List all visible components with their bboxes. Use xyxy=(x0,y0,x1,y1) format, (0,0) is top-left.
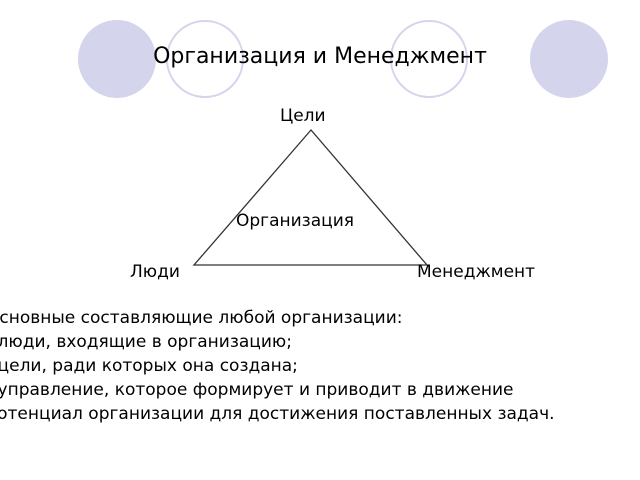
body-text: Основные составляющие любой организации:… xyxy=(0,306,555,426)
body-item-management: - управление, которое формирует и привод… xyxy=(0,380,514,400)
diagram-label-people: Люди xyxy=(130,262,180,282)
decorative-circle-ring-1 xyxy=(166,20,244,98)
decorative-circle-ring-2 xyxy=(390,20,468,98)
body-item-goals: - цели, ради которых она создана; xyxy=(0,356,298,376)
decorative-circle-filled-2 xyxy=(530,20,608,98)
slide-title: Организация и Менеджмент xyxy=(153,44,487,69)
diagram-label-organization: Организация xyxy=(236,211,354,231)
diagram-label-goals: Цели xyxy=(280,106,326,126)
body-item-potential: потенциал организации для достижения пос… xyxy=(0,404,555,424)
body-item-people: - люди, входящие в организацию; xyxy=(0,332,292,352)
body-intro: Основные составляющие любой организации: xyxy=(0,308,403,328)
triangle-shape xyxy=(192,129,429,266)
decorative-circle-filled-1 xyxy=(78,20,156,98)
diagram-label-management: Менеджмент xyxy=(417,262,536,282)
